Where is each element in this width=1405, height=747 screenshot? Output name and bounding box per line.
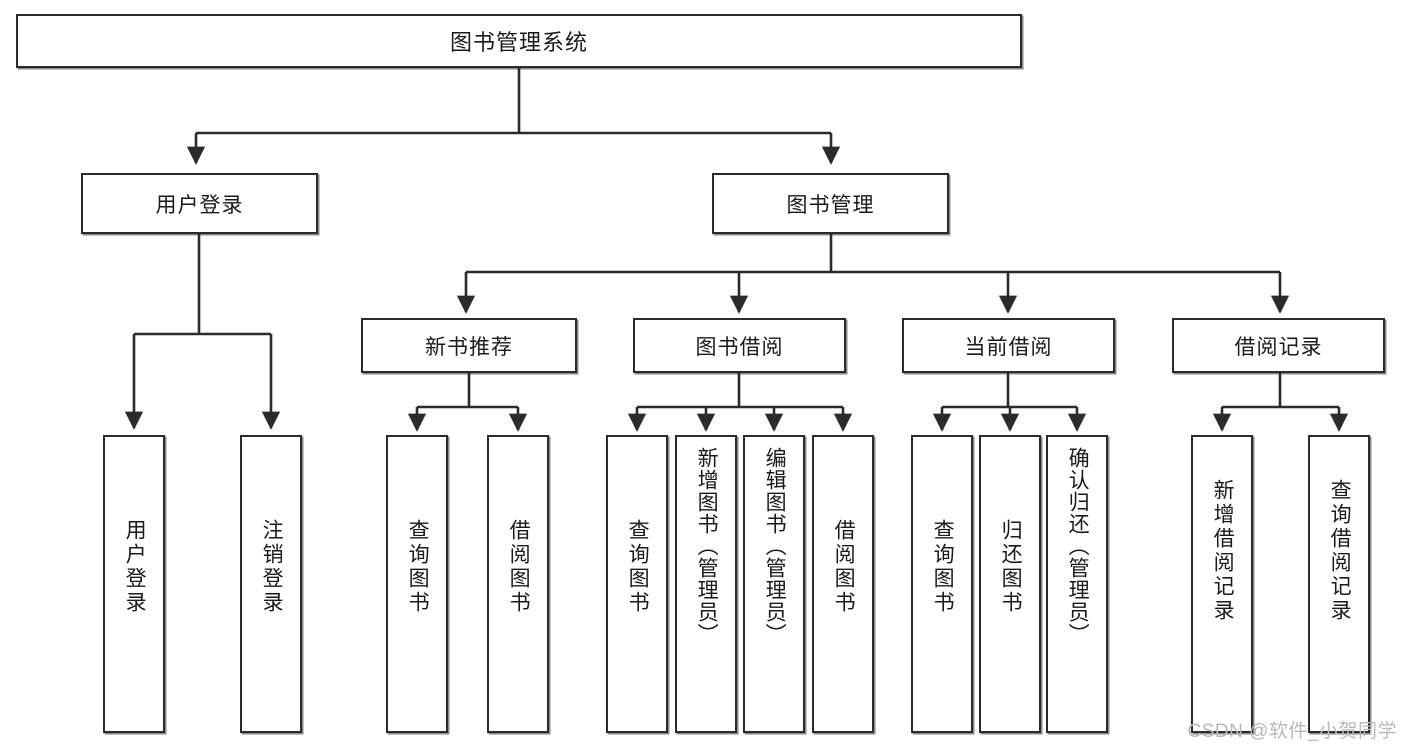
node-label: 注销登录 [260, 519, 284, 615]
node-label: 新书推荐 [425, 335, 513, 359]
node-book-borrow[interactable]: 图书借阅 [633, 318, 846, 373]
leaf-confirm-return-admin[interactable]: 确认归还（管理员） [1046, 435, 1108, 733]
leaf-return-book[interactable]: 归还图书 [979, 435, 1041, 733]
node-label: 新增图书（管理员） [695, 447, 719, 645]
leaf-query-book-borrow[interactable]: 查询图书 [606, 435, 668, 733]
leaf-query-book-new[interactable]: 查询图书 [386, 435, 448, 733]
node-label: 借阅图书 [507, 519, 531, 615]
leaf-add-borrow-record[interactable]: 新增借阅记录 [1191, 435, 1253, 733]
node-label: 查询图书 [931, 519, 955, 615]
leaf-user-login[interactable]: 用户登录 [103, 435, 165, 733]
leaf-logout[interactable]: 注销登录 [240, 435, 302, 733]
node-label: 归还图书 [999, 519, 1023, 615]
node-label: 查询借阅记录 [1328, 479, 1352, 623]
leaf-query-borrow-record[interactable]: 查询借阅记录 [1308, 435, 1370, 733]
node-label: 编辑图书（管理员） [763, 447, 787, 645]
node-label: 查询图书 [406, 519, 430, 615]
node-label: 用户登录 [155, 193, 244, 217]
node-label: 确认归还（管理员） [1066, 447, 1090, 645]
leaf-borrow-book-new[interactable]: 借阅图书 [487, 435, 549, 733]
node-label: 当前借阅 [964, 335, 1053, 359]
node-label: 图书管理 [786, 193, 875, 217]
node-label: 用户登录 [123, 519, 147, 615]
node-user-login[interactable]: 用户登录 [81, 173, 318, 234]
node-label: 查询图书 [626, 519, 650, 615]
leaf-query-book-current[interactable]: 查询图书 [911, 435, 973, 733]
node-label: 图书管理系统 [449, 30, 588, 55]
leaf-add-book-admin[interactable]: 新增图书（管理员） [675, 435, 737, 733]
node-root-system[interactable]: 图书管理系统 [16, 14, 1022, 68]
node-label: 借阅记录 [1234, 335, 1323, 359]
node-label: 图书借阅 [695, 335, 784, 359]
node-current-borrow[interactable]: 当前借阅 [902, 318, 1115, 373]
node-new-book-recommend[interactable]: 新书推荐 [361, 318, 577, 373]
node-label: 借阅图书 [832, 519, 856, 615]
leaf-borrow-book[interactable]: 借阅图书 [812, 435, 874, 733]
leaf-edit-book-admin[interactable]: 编辑图书（管理员） [743, 435, 805, 733]
node-label: 新增借阅记录 [1211, 479, 1235, 623]
node-book-management[interactable]: 图书管理 [712, 173, 949, 234]
node-borrow-record[interactable]: 借阅记录 [1172, 318, 1385, 373]
